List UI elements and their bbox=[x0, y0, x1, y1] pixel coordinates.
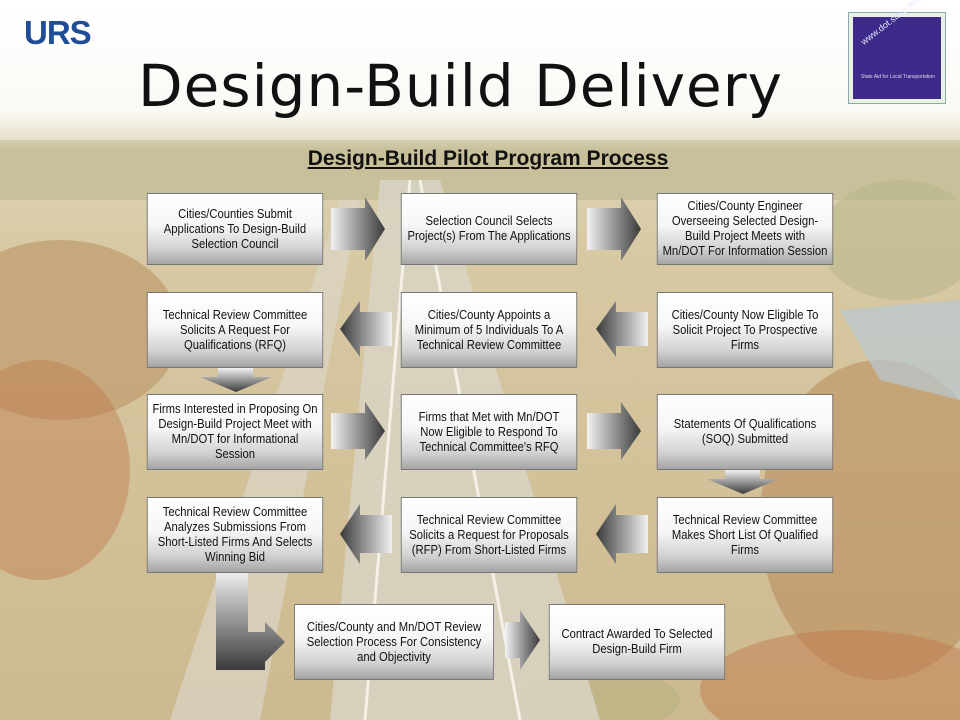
step-text: Technical Review Committee Solicits a Re… bbox=[409, 512, 569, 557]
step-text: Contract Awarded To Selected Design-Buil… bbox=[561, 627, 713, 656]
step-review-selection: Cities/County and Mn/DOT Review Selectio… bbox=[294, 604, 494, 680]
step-solicit-rfq: Technical Review Committee Solicits A Re… bbox=[146, 292, 324, 368]
step-eligible-to-solicit: Cities/County Now Eligible To Solicit Pr… bbox=[656, 292, 834, 368]
step-engineer-info-session: Cities/County Engineer Overseeing Select… bbox=[656, 193, 834, 265]
badge-panel: www.dot.state.mn.us/stateaid State Aid f… bbox=[853, 0, 957, 99]
step-council-selects: Selection Council Selects Project(s) Fro… bbox=[400, 193, 578, 265]
step-text: Firms Interested in Proposing On Design-… bbox=[152, 402, 318, 461]
step-submit-applications: Cities/Counties Submit Applications To D… bbox=[146, 193, 324, 265]
mndot-state-aid-badge: www.dot.state.mn.us/stateaid State Aid f… bbox=[848, 0, 957, 104]
slide-title: Design-Build Delivery bbox=[138, 52, 783, 120]
step-text: Cities/County and Mn/DOT Review Selectio… bbox=[306, 619, 482, 664]
step-select-winning-bid: Technical Review Committee Analyzes Subm… bbox=[146, 497, 324, 573]
step-text: Selection Council Selects Project(s) Fro… bbox=[407, 214, 571, 243]
step-text: Cities/County Now Eligible To Solicit Pr… bbox=[671, 307, 819, 352]
step-text: Cities/County Engineer Overseeing Select… bbox=[662, 199, 828, 258]
step-text: Cities/County Appoints a Minimum of 5 In… bbox=[414, 307, 564, 352]
step-soq-submitted: Statements Of Qualifications (SOQ) Submi… bbox=[656, 394, 834, 470]
diagram-subtitle: Design-Build Pilot Program Process bbox=[307, 147, 669, 170]
step-text: Firms that Met with Mn/DOT Now Eligible … bbox=[418, 409, 560, 454]
step-short-list: Technical Review Committee Makes Short L… bbox=[656, 497, 834, 573]
step-contract-awarded: Contract Awarded To Selected Design-Buil… bbox=[548, 604, 726, 680]
step-text: Statements Of Qualifications (SOQ) Submi… bbox=[673, 417, 817, 446]
step-text: Technical Review Committee Analyzes Subm… bbox=[157, 505, 313, 564]
urs-logo: URS bbox=[24, 14, 92, 51]
step-text: Technical Review Committee Makes Short L… bbox=[671, 512, 819, 557]
step-eligible-respond-rfq: Firms that Met with Mn/DOT Now Eligible … bbox=[400, 394, 578, 470]
step-text: Technical Review Committee Solicits A Re… bbox=[162, 307, 308, 352]
step-firms-info-session: Firms Interested in Proposing On Design-… bbox=[146, 394, 324, 470]
badge-caption: State Aid for Local Transportation bbox=[861, 74, 935, 80]
step-solicit-rfp: Technical Review Committee Solicits a Re… bbox=[400, 497, 578, 573]
step-appoint-committee: Cities/County Appoints a Minimum of 5 In… bbox=[400, 292, 578, 368]
step-text: Cities/Counties Submit Applications To D… bbox=[163, 206, 307, 251]
